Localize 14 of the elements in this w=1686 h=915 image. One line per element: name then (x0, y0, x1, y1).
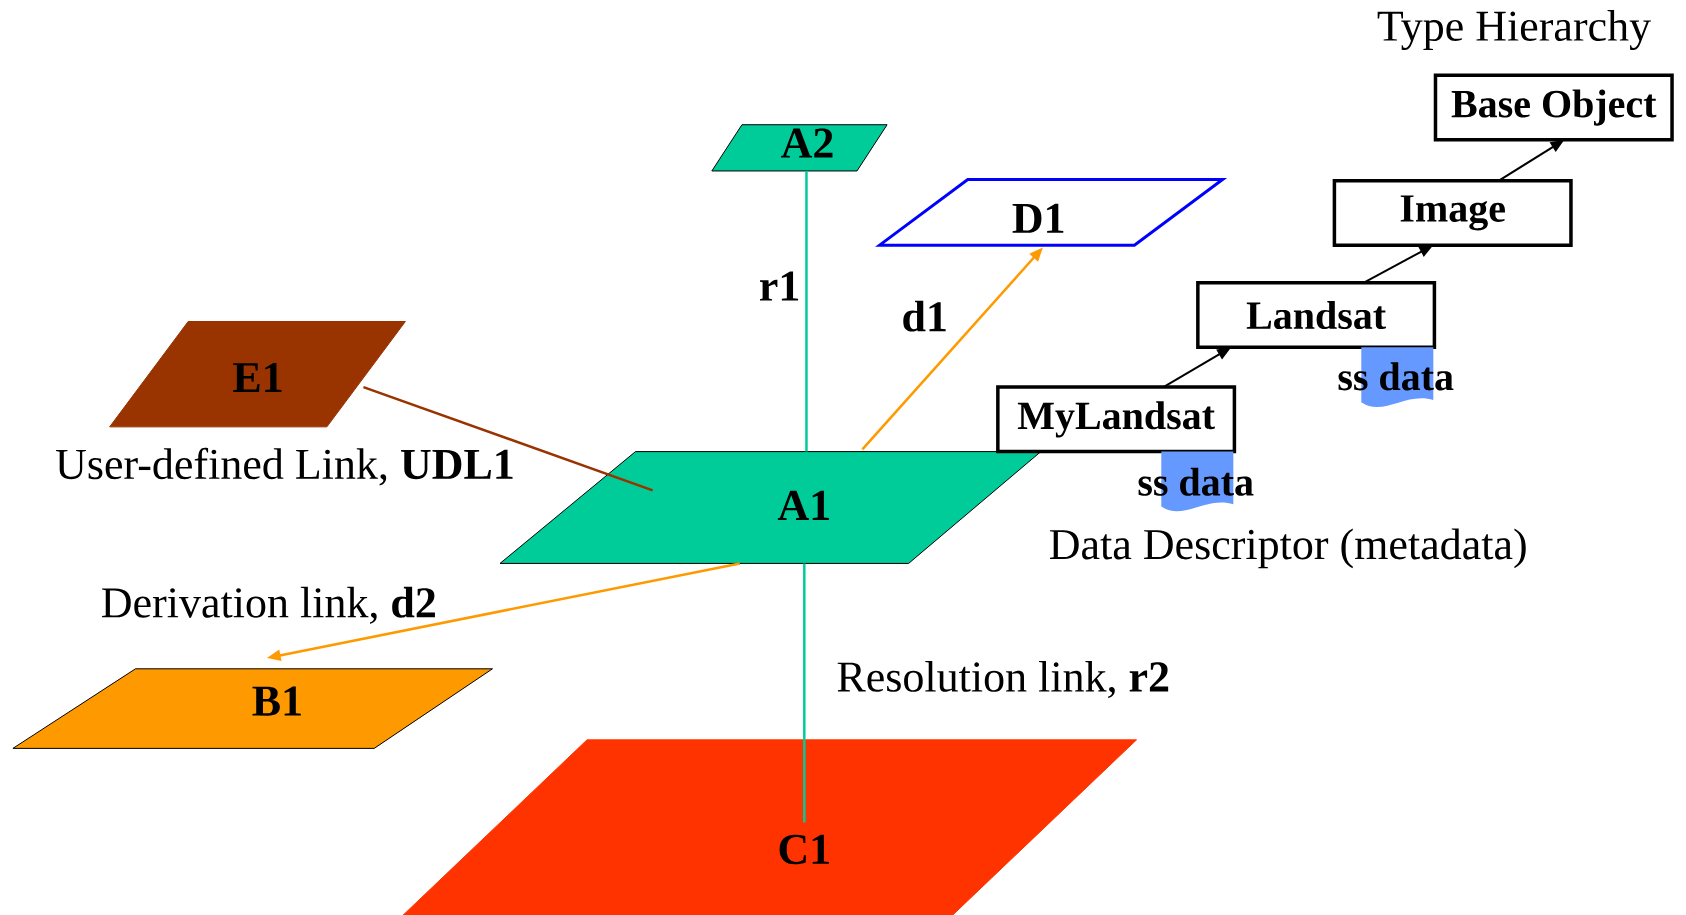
edge-label: Resolution link, r2 (837, 660, 1169, 699)
edge-label: d1 (903, 300, 946, 332)
edge-label: Derivation link, d2 (102, 586, 435, 624)
type-box: Image (1332, 178, 1573, 247)
edge-label: r1 (760, 271, 799, 301)
type-box: Landsat (1196, 281, 1437, 350)
plane-parallelogram: A2 (711, 124, 888, 172)
caption-text: Type Hierarchy (1377, 10, 1651, 51)
caption-text: Data Descriptor (metadata) (1050, 528, 1526, 569)
plane-parallelogram: C1 (402, 739, 1138, 915)
type-box: MyLandsat (996, 385, 1237, 454)
plane-parallelogram: E1 (109, 321, 406, 428)
type-box: Base Object (1433, 73, 1674, 142)
plane-parallelogram: B1 (12, 668, 493, 749)
